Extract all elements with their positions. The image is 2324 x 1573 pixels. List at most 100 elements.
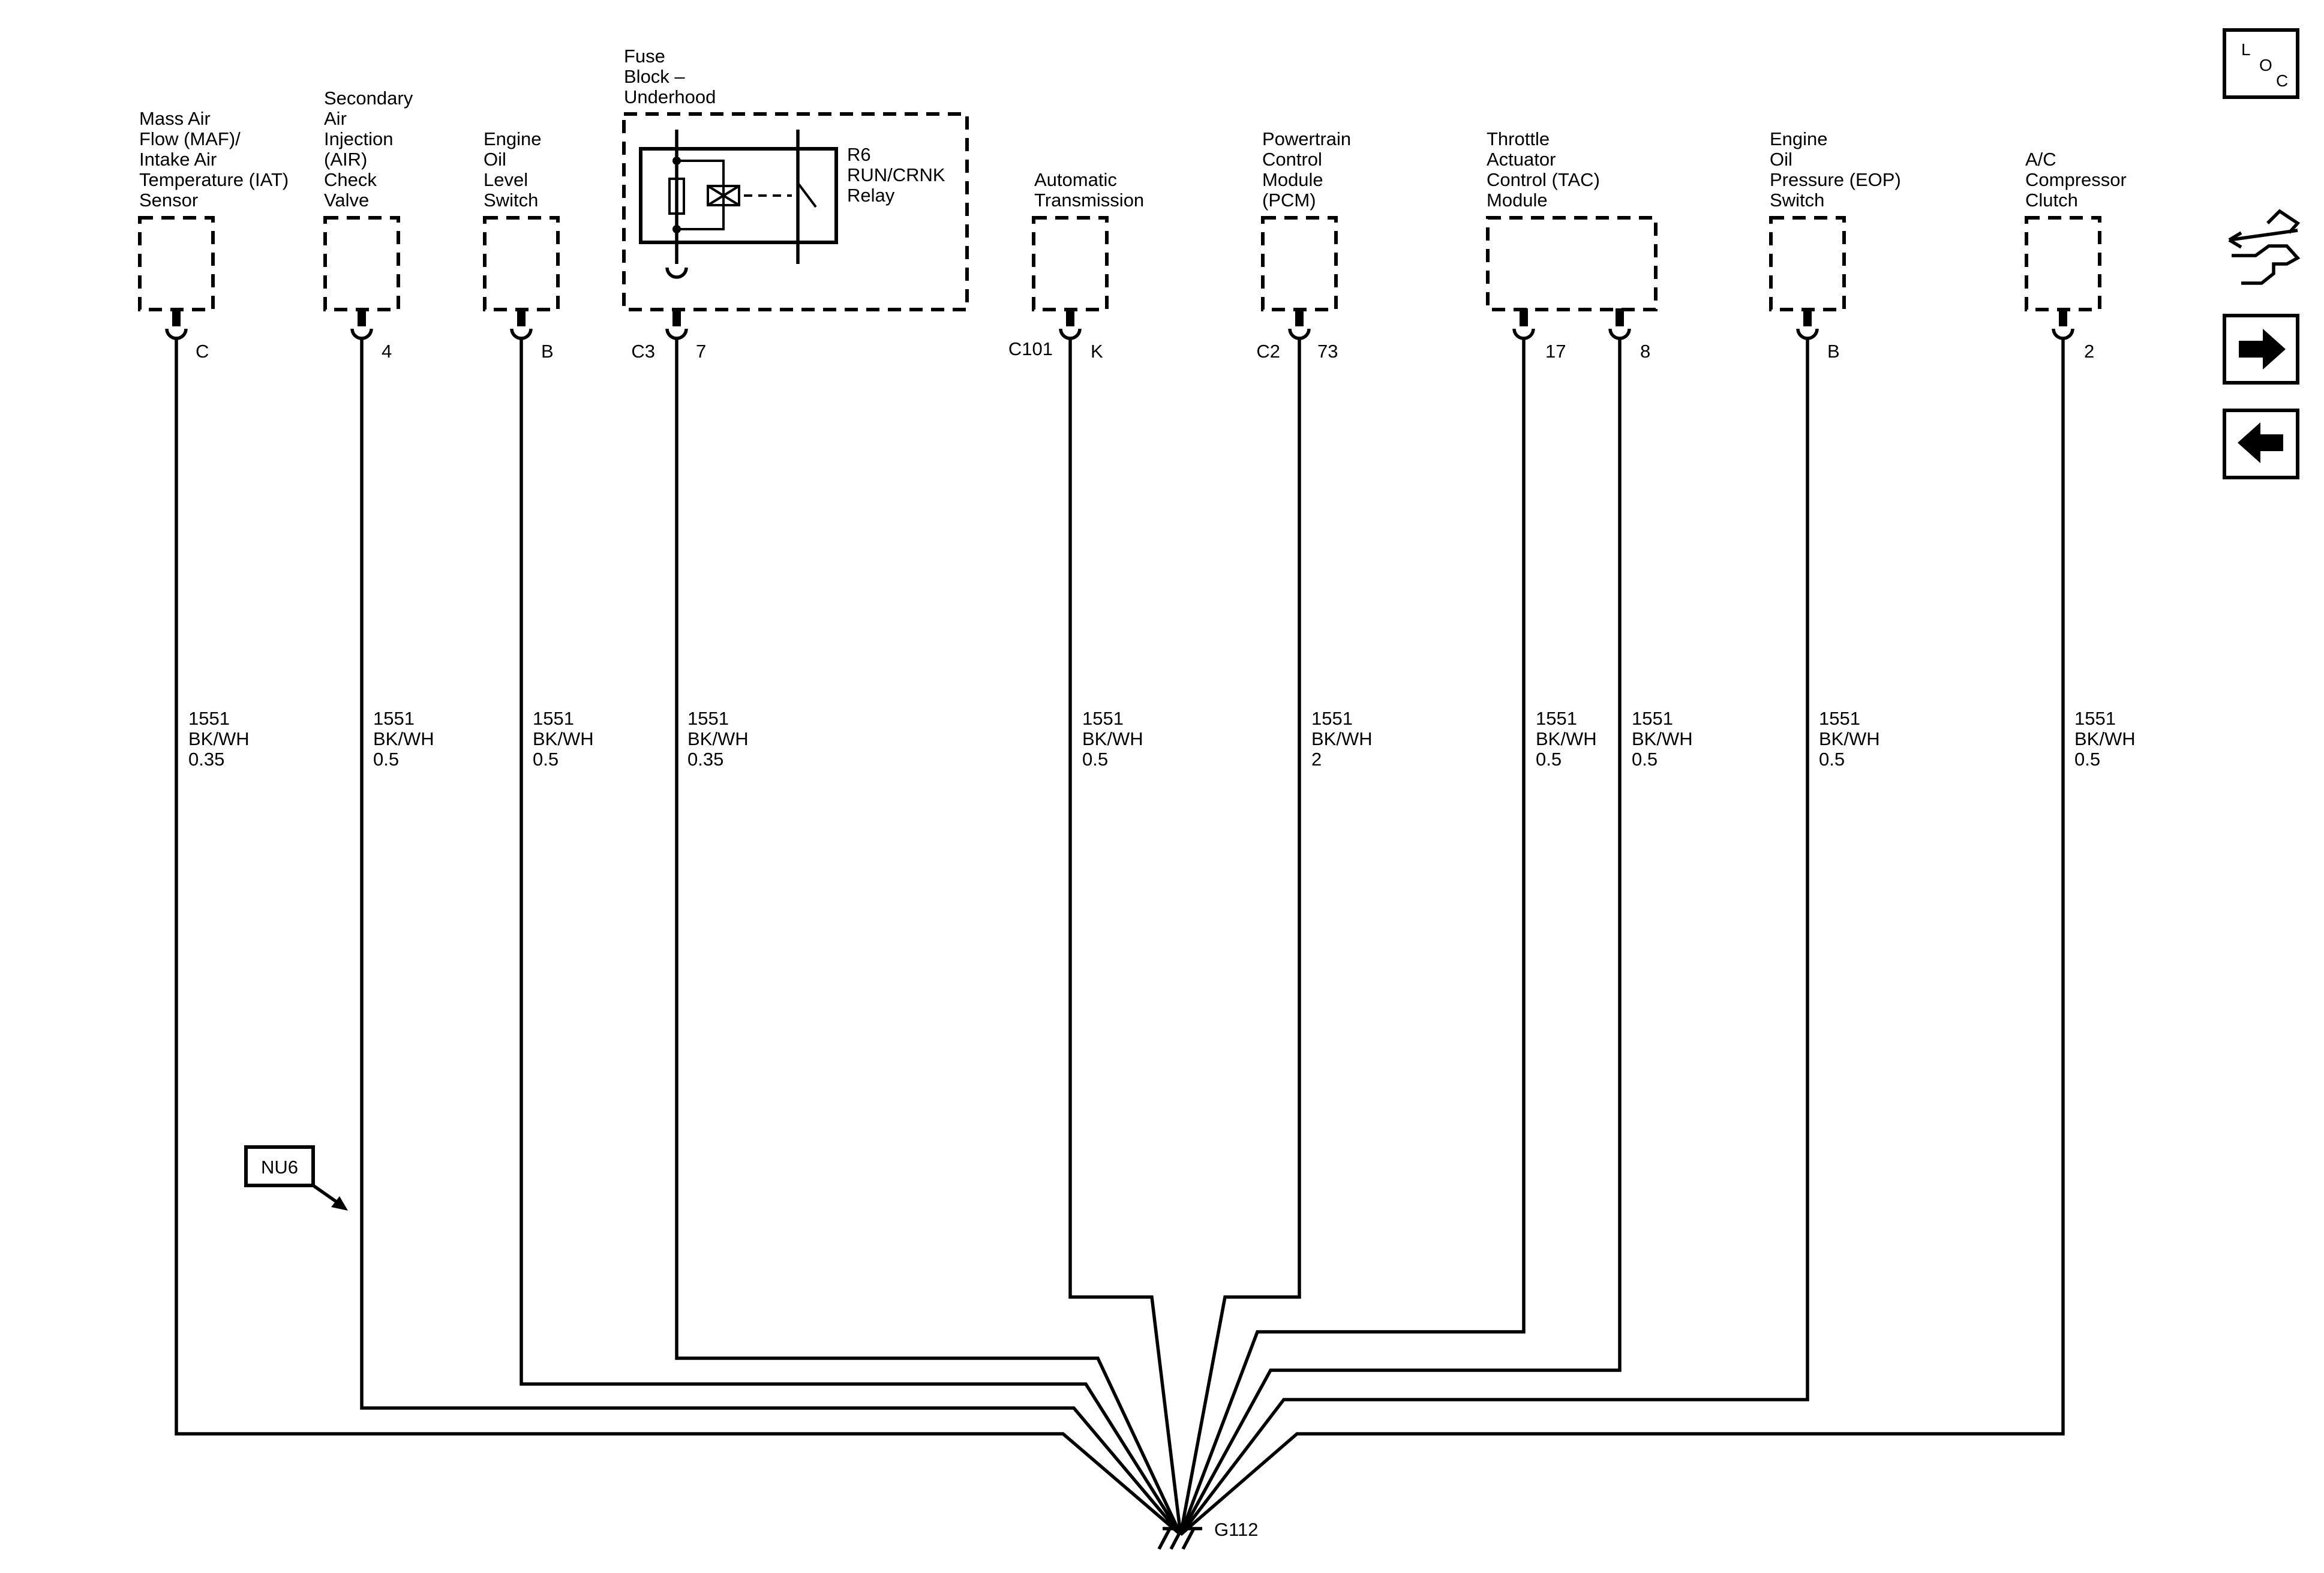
label-line: Sensor bbox=[139, 190, 198, 211]
pin-fuse bbox=[665, 267, 688, 340]
component-label-fuse: Fuse Block – Underhood bbox=[624, 46, 716, 107]
connector-wrench-shape bbox=[2232, 244, 2301, 285]
relay-coil-mark bbox=[707, 185, 740, 206]
wire-color: BK/WH bbox=[1536, 728, 1597, 749]
label-line: (AIR) bbox=[324, 149, 367, 170]
pin-cup bbox=[1512, 328, 1535, 340]
fuse-block-box bbox=[622, 112, 969, 311]
label-line: Secondary bbox=[324, 88, 413, 109]
pin-label: 8 bbox=[1640, 341, 1650, 362]
pin-stub bbox=[672, 308, 681, 326]
wire-label-eop: 1551 BK/WH 0.5 bbox=[1819, 708, 1880, 770]
wire-ac bbox=[1179, 338, 2065, 1536]
label-line: Engine bbox=[484, 128, 542, 149]
loc-button[interactable]: L O C bbox=[2223, 28, 2299, 99]
option-tag-nu6[interactable]: NU6 bbox=[244, 1145, 348, 1211]
label-line: Module bbox=[1487, 190, 1548, 211]
connector-label: C3 bbox=[631, 341, 655, 362]
relay-label-line: Relay bbox=[847, 185, 895, 206]
pin-stub bbox=[358, 308, 366, 326]
next-page-button[interactable] bbox=[2223, 314, 2299, 385]
component-label-pcm: Powertrain Control Module (PCM) bbox=[1262, 128, 1351, 211]
label-line: Intake Air bbox=[139, 149, 217, 170]
pin-label: 73 bbox=[1317, 341, 1338, 362]
wire-pcm bbox=[1179, 338, 1301, 1535]
connector-label: C101 bbox=[1008, 338, 1053, 359]
wire-color: BK/WH bbox=[1632, 728, 1693, 749]
option-tag-arrow-shaft bbox=[312, 1184, 338, 1204]
label-line: Switch bbox=[1770, 190, 1824, 211]
label-line: Valve bbox=[324, 190, 369, 211]
wire-label-tac-17: 1551 BK/WH 0.5 bbox=[1536, 708, 1597, 770]
pin-air bbox=[350, 308, 373, 340]
pin-cup bbox=[665, 267, 688, 279]
component-box-eol bbox=[483, 216, 560, 311]
wire-gauge: 0.5 bbox=[1632, 749, 1658, 770]
pin-stub bbox=[517, 308, 526, 326]
wire-color: BK/WH bbox=[2074, 728, 2136, 749]
pin-cup bbox=[510, 328, 533, 340]
option-tag-label: NU6 bbox=[261, 1157, 298, 1178]
prev-page-button[interactable] bbox=[2223, 409, 2299, 479]
pin-pcm bbox=[1288, 308, 1311, 340]
wire-gauge: 0.5 bbox=[373, 749, 399, 770]
loc-letter-o: O bbox=[2259, 56, 2272, 74]
pin-label: 2 bbox=[2084, 341, 2094, 362]
wire-gauge: 0.5 bbox=[2074, 749, 2100, 770]
label-line: Flow (MAF)/ bbox=[139, 128, 241, 149]
loc-button-frame bbox=[2223, 28, 2299, 99]
label-line: Oil bbox=[484, 149, 506, 170]
label-line: Air bbox=[324, 108, 347, 129]
pin-stub bbox=[1616, 308, 1624, 326]
pin-stub bbox=[1295, 308, 1304, 326]
circuit-number: 1551 bbox=[1632, 708, 1673, 729]
pin-label: K bbox=[1091, 341, 1103, 362]
pin-cup bbox=[1059, 328, 1082, 340]
pin-cup bbox=[165, 328, 188, 340]
pin-label: B bbox=[541, 341, 554, 362]
pin-stub bbox=[1066, 308, 1074, 326]
circuit-number: 1551 bbox=[1082, 708, 1124, 729]
label-line: Mass Air bbox=[139, 108, 211, 129]
prev-button-frame bbox=[2223, 409, 2299, 479]
pin-cup bbox=[665, 328, 688, 340]
circuit-number: 1551 bbox=[1311, 708, 1353, 729]
pin-stub bbox=[1520, 308, 1528, 326]
connector-wrench-icon[interactable] bbox=[2228, 209, 2301, 285]
wire-label-trans: 1551 BK/WH 0.5 bbox=[1082, 708, 1143, 770]
arrow-right-icon bbox=[2239, 329, 2286, 370]
pin-labels: C 4 B C3 7 C101 K C2 73 17 8 B 2 bbox=[196, 338, 2094, 362]
ground-label: G112 bbox=[1214, 1519, 1259, 1540]
ground-hatch bbox=[1181, 1527, 1196, 1550]
label-line: Injection bbox=[324, 128, 393, 149]
label-line: Automatic bbox=[1034, 169, 1117, 190]
label-line: Module bbox=[1262, 169, 1323, 190]
option-tag-box bbox=[244, 1145, 315, 1187]
component-box-ac bbox=[2025, 216, 2101, 311]
component-box-eop bbox=[1769, 216, 1846, 311]
pin-stub bbox=[2059, 308, 2067, 326]
label-line: Temperature (IAT) bbox=[139, 169, 289, 190]
label-line: Compressor bbox=[2025, 169, 2127, 190]
pin-eop bbox=[1796, 308, 1819, 340]
wire-tac-17 bbox=[1179, 338, 1526, 1535]
wire-tac-8 bbox=[1179, 338, 1622, 1536]
wire-color: BK/WH bbox=[373, 728, 434, 749]
wire-label-maf: 1551 BK/WH 0.35 bbox=[188, 708, 250, 770]
component-label-eol: Engine Oil Level Switch bbox=[484, 128, 542, 211]
loc-letter-l: L bbox=[2241, 40, 2251, 59]
component-label-eop: Engine Oil Pressure (EOP) Switch bbox=[1770, 128, 1901, 211]
label-line: Pressure (EOP) bbox=[1770, 169, 1901, 190]
relay-junction bbox=[672, 157, 681, 165]
wire-color: BK/WH bbox=[533, 728, 594, 749]
component-box-maf bbox=[138, 216, 215, 311]
wire-label-eol: 1551 BK/WH 0.5 bbox=[533, 708, 594, 770]
pin-ac bbox=[2052, 308, 2074, 340]
relay-junction bbox=[672, 225, 681, 233]
wire-gauge: 0.35 bbox=[687, 749, 723, 770]
wire-color: BK/WH bbox=[1082, 728, 1143, 749]
wire-gauge: 0.5 bbox=[1082, 749, 1108, 770]
connector-arrow bbox=[2228, 229, 2298, 249]
label-line: Control (TAC) bbox=[1487, 169, 1600, 190]
